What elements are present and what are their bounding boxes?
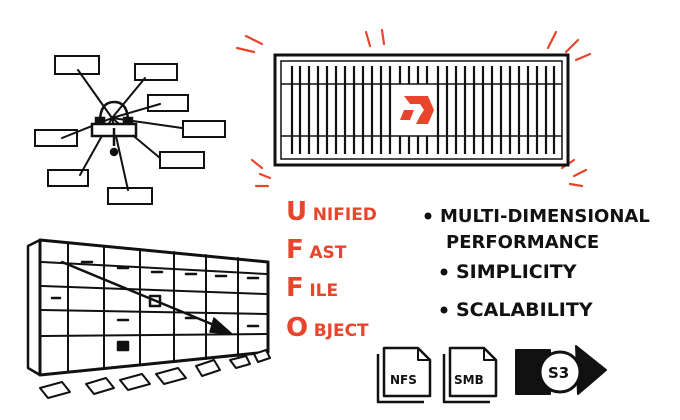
spoke-box xyxy=(107,187,153,205)
benefit-1-line-2: PERFORMANCE xyxy=(446,232,599,253)
spoke-box xyxy=(147,94,189,112)
highlight-burst xyxy=(235,28,592,188)
s3-label: S3 xyxy=(548,364,569,382)
bullet-dot xyxy=(440,268,448,276)
protocol-icons: NFS SMB S3 xyxy=(376,345,607,404)
drive-bays xyxy=(290,66,556,154)
acronym-initial: F xyxy=(286,235,304,265)
spoke-box xyxy=(182,120,226,138)
spoke-box xyxy=(159,151,205,169)
nfs-label: NFS xyxy=(390,373,417,387)
nfs-file-icon: NFS xyxy=(376,346,432,404)
bullet-dot xyxy=(424,212,432,220)
acronym-rest: BJECT xyxy=(314,321,369,341)
acronym-line-1: U NIFIED xyxy=(286,197,377,227)
acronym-line-2: F AST xyxy=(286,235,347,265)
brand-logo-icon xyxy=(396,88,436,132)
acronym-initial: O xyxy=(286,313,308,343)
smb-file-icon: SMB xyxy=(442,346,498,404)
drive-handles xyxy=(50,260,260,352)
bullet-dot xyxy=(440,306,448,314)
acronym-initial: F xyxy=(286,273,304,303)
acronym-line-4: O BJECT xyxy=(286,313,369,343)
benefit-2: SIMPLICITY xyxy=(456,261,577,283)
headset-hub-icon xyxy=(90,100,138,157)
benefit-list: MULTI-DIMENSIONAL PERFORMANCE SIMPLICITY… xyxy=(424,206,650,321)
acronym-rest: AST xyxy=(309,243,346,263)
acronym-rest: ILE xyxy=(309,281,338,301)
acronym-rest: NIFIED xyxy=(313,205,377,225)
spoke-box xyxy=(47,169,89,187)
spoke-box xyxy=(134,63,178,81)
spoke-box xyxy=(34,129,78,147)
acronym-line-3: F ILE xyxy=(286,273,338,303)
smb-label: SMB xyxy=(454,373,484,387)
decline-arrow xyxy=(60,260,233,335)
flash-array-icon xyxy=(235,28,592,188)
acronym-initial: U xyxy=(286,197,307,227)
acronym-block: U NIFIED F AST F ILE O BJECT xyxy=(286,197,377,343)
spoke-box xyxy=(54,55,100,75)
scattered-disks xyxy=(39,349,271,399)
legacy-storage-icon xyxy=(26,238,271,399)
benefit-3: SCALABILITY xyxy=(456,299,593,321)
s3-object-icon: S3 xyxy=(515,345,607,395)
benefit-1-line-1: MULTI-DIMENSIONAL xyxy=(440,206,650,227)
